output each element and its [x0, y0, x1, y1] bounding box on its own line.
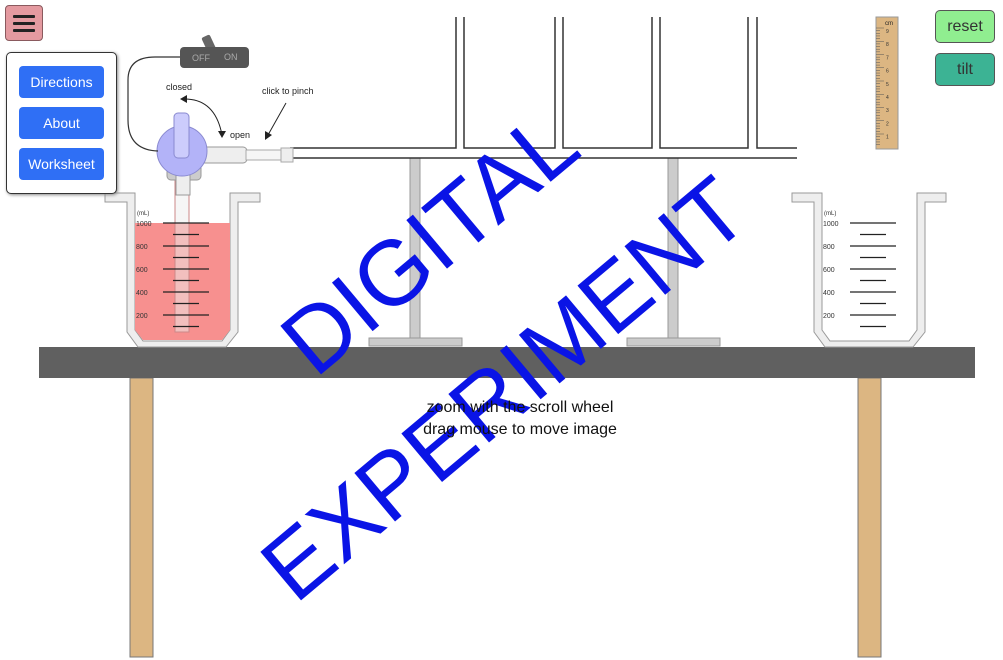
- ruler-tick-label: 8: [886, 42, 889, 48]
- beaker-right: [791, 192, 947, 348]
- ruler-tick-label: 2: [886, 121, 889, 127]
- beaker-tick-label: 800: [136, 244, 148, 251]
- pinch-arrow-icon: [267, 102, 287, 136]
- switch-on-label: ON: [224, 52, 238, 62]
- hint-text: zoom with the scroll wheel drag mouse to …: [380, 397, 660, 441]
- ruler-tick-label: 9: [886, 29, 889, 35]
- beaker-tick-label: 600: [823, 267, 835, 274]
- rotate-arrow-icon: [182, 98, 223, 136]
- beaker-tick-label: 200: [823, 313, 835, 320]
- beaker-tick-label: 800: [823, 244, 835, 251]
- ruler-unit: cm: [885, 21, 893, 27]
- open-label: open: [230, 130, 250, 140]
- directions-button[interactable]: Directions: [19, 66, 104, 98]
- beaker-tick-label: 200: [136, 313, 148, 320]
- power-switch[interactable]: OFF ON: [180, 34, 249, 68]
- about-button[interactable]: About: [19, 107, 104, 139]
- beaker-tick-label: 1000: [136, 221, 152, 228]
- stopcock-valve[interactable]: [156, 112, 294, 196]
- beaker-tick-label: 1000: [823, 221, 839, 228]
- ruler-tick-label: 7: [886, 55, 889, 61]
- beaker-unit-label: (mL): [137, 211, 149, 217]
- beaker-tick-label: 600: [136, 267, 148, 274]
- closed-label: closed: [166, 82, 192, 92]
- table-leg-right: [857, 377, 882, 658]
- power-wire: [127, 56, 180, 152]
- side-menu: Directions About Worksheet: [6, 52, 117, 194]
- reset-button[interactable]: reset: [935, 10, 995, 43]
- switch-off-label: OFF: [192, 53, 210, 63]
- hint-line-1: zoom with the scroll wheel: [426, 399, 614, 416]
- valve-handle[interactable]: [173, 112, 190, 159]
- worksheet-button[interactable]: Worksheet: [19, 148, 104, 180]
- hamburger-menu-button[interactable]: [5, 5, 43, 41]
- stand-right: [626, 157, 721, 347]
- beaker-unit-label: (mL): [824, 211, 836, 217]
- ruler-tick-label: 5: [886, 82, 889, 88]
- tilt-button[interactable]: tilt: [935, 53, 995, 86]
- ruler-tick-label: 1: [886, 135, 889, 141]
- column-manifold: [290, 17, 797, 159]
- table-top: [39, 347, 975, 378]
- ruler-tick-label: 6: [886, 69, 889, 75]
- ruler-tick-label: 3: [886, 108, 889, 114]
- beaker-tick-label: 400: [136, 290, 148, 297]
- hint-line-2: drag mouse to move image: [423, 421, 617, 438]
- beaker-tick-label: 400: [823, 290, 835, 297]
- beaker-left: [104, 169, 261, 348]
- ruler-tick-label: 4: [886, 95, 889, 101]
- pinch-label[interactable]: click to pinch: [262, 86, 314, 96]
- table-leg-left: [129, 377, 154, 658]
- ruler[interactable]: cm 9 8 7 6 5 4 3 2 1: [875, 16, 899, 150]
